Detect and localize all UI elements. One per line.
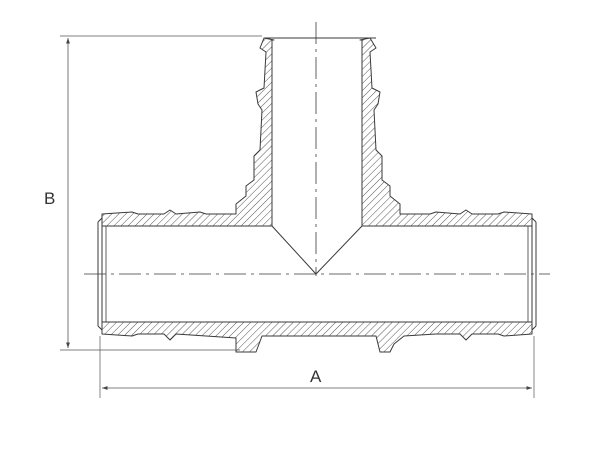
- branch-left-wall-section: [101, 37, 275, 227]
- dim-b-label: B: [44, 189, 55, 208]
- branch-bore-left: [271, 40, 317, 275]
- branch-right-wall-section: [359, 37, 533, 227]
- run-bottom-wall-section: [101, 321, 533, 353]
- dim-a-label: A: [310, 367, 322, 386]
- branch-bore-right: [315, 40, 363, 275]
